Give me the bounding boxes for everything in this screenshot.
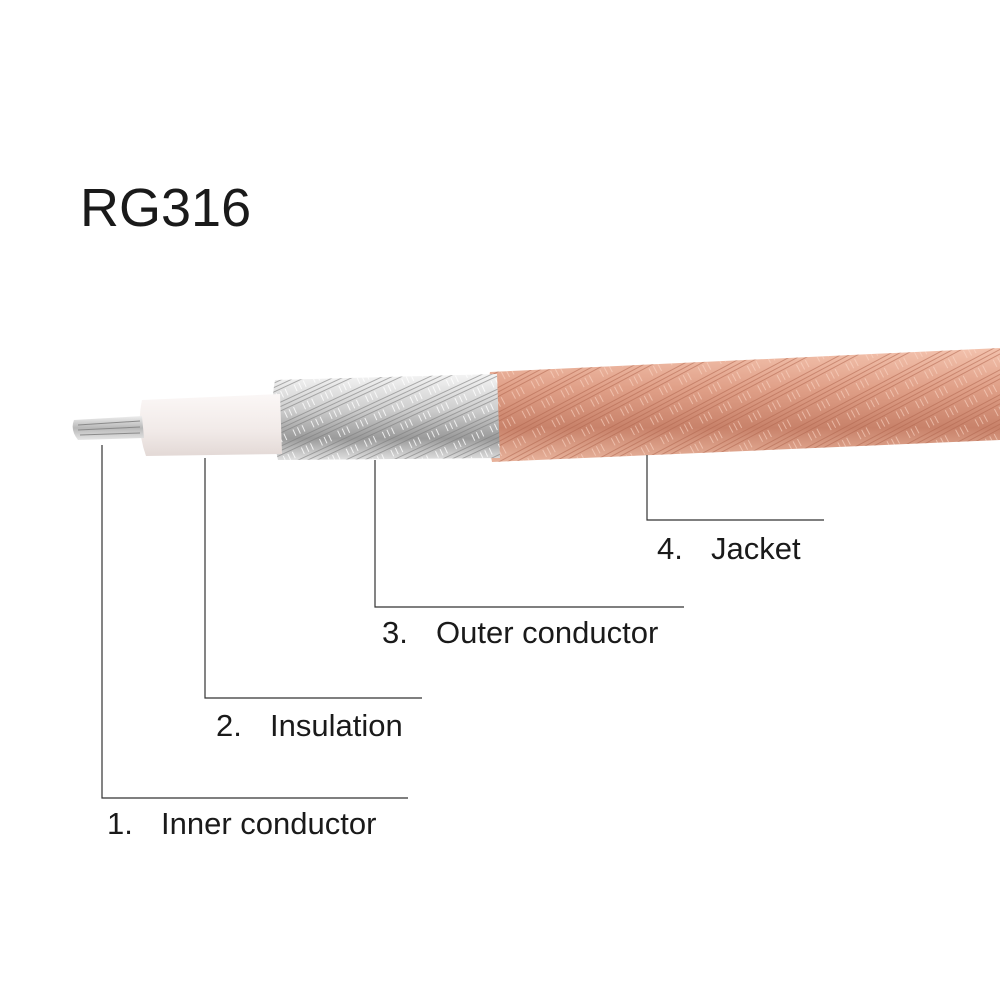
- label-number: 1.: [107, 806, 133, 841]
- label-insulation: 2. Insulation: [216, 708, 403, 744]
- leader-line-4: [646, 455, 824, 521]
- cable-title: RG316: [80, 178, 252, 238]
- label-outer-conductor: 3. Outer conductor: [382, 615, 658, 651]
- label-jacket: 4. Jacket: [657, 531, 801, 567]
- leader-line-3: [374, 460, 684, 608]
- label-text: Inner conductor: [161, 806, 377, 841]
- leader-line-2: [204, 458, 422, 699]
- label-number: 3.: [382, 615, 408, 650]
- jacket-segment: [486, 348, 1000, 462]
- insulation-segment: [139, 394, 282, 456]
- label-text: Jacket: [711, 531, 801, 566]
- outer-conductor-segment: [272, 374, 500, 460]
- inner-conductor-segment: [72, 416, 144, 440]
- label-number: 2.: [216, 708, 242, 743]
- label-number: 4.: [657, 531, 683, 566]
- label-text: Insulation: [270, 708, 403, 743]
- label-text: Outer conductor: [436, 615, 659, 650]
- leader-line-1: [101, 445, 408, 799]
- label-inner-conductor: 1. Inner conductor: [107, 806, 376, 842]
